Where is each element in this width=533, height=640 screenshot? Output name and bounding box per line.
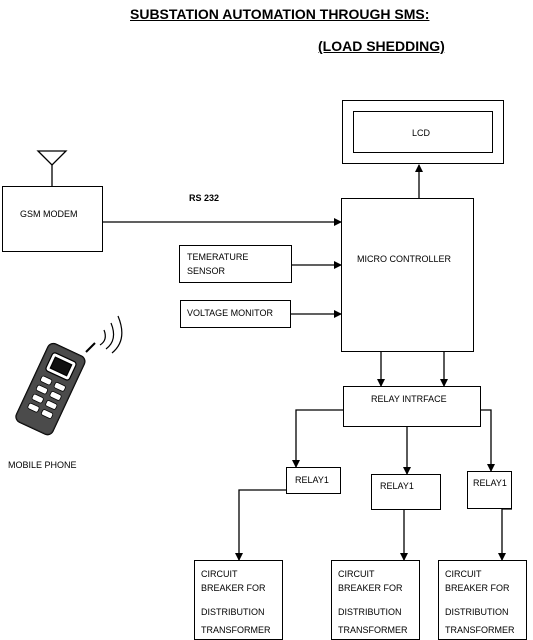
antenna-icon	[36, 150, 68, 166]
interface-relay1-arrow	[292, 409, 343, 468]
breaker-label-line2: BREAKER FOR	[201, 583, 266, 593]
breaker-label-line1: CIRCUIT	[445, 569, 482, 579]
relay-2-block: RELAY1	[371, 474, 441, 510]
breaker-label-line1: CIRCUIT	[201, 569, 238, 579]
breaker-block-3: CIRCUIT BREAKER FOR DISTRIBUTION TRANSFO…	[438, 560, 527, 640]
breaker-label-line2: BREAKER FOR	[338, 583, 403, 593]
relay-interface-block: RELAY INTRFACE	[343, 386, 481, 427]
diagram-subtitle: (LOAD SHEDDING)	[318, 38, 445, 54]
mobile-phone-icon	[15, 315, 123, 436]
gsm-modem-block: GSM MODEM	[2, 186, 103, 252]
relay-interface-label: RELAY INTRFACE	[371, 394, 447, 404]
voltage-monitor-block: VOLTAGE MONITOR	[180, 300, 291, 328]
interface-relay3-arrow	[481, 409, 495, 472]
breaker-label-line4: TRANSFORMER	[338, 625, 408, 635]
mobile-phone-label: MOBILE PHONE	[8, 460, 77, 470]
relay-1-block: RELAY1	[286, 467, 341, 494]
lcd-label: LCD	[412, 128, 431, 138]
relay-1-label: RELAY1	[295, 475, 329, 485]
micro-controller-block: MICRO CONTROLLER	[341, 198, 474, 352]
diagram-title: SUBSTATION AUTOMATION THROUGH SMS:	[130, 6, 430, 22]
relay1-breaker-arrow	[235, 489, 286, 561]
voltage-monitor-label: VOLTAGE MONITOR	[187, 308, 274, 318]
relay-3-label: RELAY1	[473, 478, 507, 488]
breaker-label-line4: TRANSFORMER	[201, 625, 271, 635]
temperature-sensor-label-1: TEMERATURE	[187, 252, 249, 262]
lcd-block: LCD	[342, 100, 504, 164]
temperature-sensor-label-2: SENSOR	[187, 266, 226, 276]
relay-3-block: RELAY1	[467, 471, 512, 509]
rs232-label: RS 232	[189, 193, 220, 203]
breaker-label-line2: BREAKER FOR	[445, 583, 510, 593]
micro-controller-label: MICRO CONTROLLER	[357, 254, 452, 264]
gsm-modem-label: GSM MODEM	[20, 209, 78, 219]
lcd-screen: LCD	[353, 111, 493, 153]
temperature-sensor-block: TEMERATURE SENSOR	[179, 245, 292, 283]
breaker-label-line3: DISTRIBUTION	[445, 607, 509, 617]
breaker-label-line3: DISTRIBUTION	[338, 607, 402, 617]
breaker-block-1: CIRCUIT BREAKER FOR DISTRIBUTION TRANSFO…	[194, 560, 283, 640]
breaker-label-line4: TRANSFORMER	[445, 625, 515, 635]
breaker-label-line1: CIRCUIT	[338, 569, 375, 579]
relay3-breaker-arrow	[498, 508, 512, 561]
relay-2-label: RELAY1	[380, 481, 414, 491]
breaker-label-line3: DISTRIBUTION	[201, 607, 265, 617]
breaker-block-2: CIRCUIT BREAKER FOR DISTRIBUTION TRANSFO…	[331, 560, 420, 640]
